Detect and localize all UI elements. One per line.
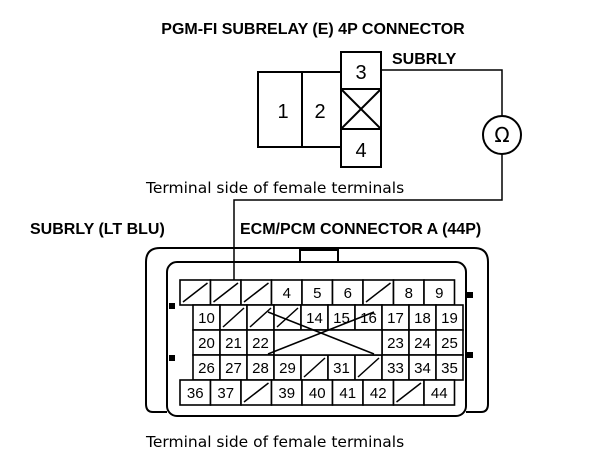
subrelay-housing: [257, 71, 342, 148]
ecm-pin-31: 31: [333, 360, 350, 377]
ecm-blank-span: [267, 311, 375, 355]
ecm-pin-5: 5: [313, 285, 321, 302]
subrly-probe-label: SUBRLY: [392, 51, 457, 68]
ecm-pin-35: 35: [441, 360, 458, 377]
side-key: [169, 303, 175, 309]
subrelay-cell-4: [340, 128, 382, 168]
ecm-pin-26: 26: [198, 360, 215, 377]
ecm-terminal-cell: [331, 279, 364, 306]
ecm-pin-44: 44: [431, 385, 448, 402]
ecm-pin-29: 29: [279, 360, 296, 377]
subrelay-caption: Terminal side of female terminals: [145, 179, 404, 197]
ecm-terminal-cell: [219, 354, 248, 381]
ecm-pin-23: 23: [387, 335, 404, 352]
ecm-pin-42: 42: [370, 385, 387, 402]
empty-terminal-slash: [303, 357, 326, 378]
subrelay-4p-connector: 1 2 3 4: [257, 51, 382, 168]
ecm-pin-17: 17: [387, 310, 404, 327]
ecm-pin-39: 39: [278, 385, 295, 402]
side-key: [169, 355, 175, 361]
ecm-pin-10: 10: [198, 310, 215, 327]
empty-terminal-slash: [243, 282, 269, 303]
ecm-pin-16: 16: [360, 310, 377, 327]
ecm-pin-28: 28: [252, 360, 269, 377]
subrelay-pin-2: 2: [314, 101, 325, 123]
ecm-terminal-cell: [408, 354, 437, 381]
ecm-latch-tab: [299, 249, 339, 263]
ecm-pin-25: 25: [441, 335, 458, 352]
side-key: [467, 292, 473, 298]
ecm-pin-22: 22: [252, 335, 269, 352]
ecm-pin-40: 40: [309, 385, 326, 402]
empty-terminal-slash: [276, 307, 299, 328]
blank-span-cross: [267, 311, 375, 355]
ecm-pin-36: 36: [187, 385, 204, 402]
ecm-pin-33: 33: [387, 360, 404, 377]
ohm-symbol: Ω: [494, 123, 509, 147]
empty-terminal-slash: [396, 382, 422, 403]
subrelay-connector-title: PGM-FI SUBRELAY (E) 4P CONNECTOR: [161, 21, 465, 38]
ecm-inner-body: [166, 261, 467, 417]
ecm-terminal-cell: [381, 354, 410, 381]
ecm-terminal-cell: [435, 329, 464, 356]
ecm-connector-title: ECM/PCM CONNECTOR A (44P): [240, 221, 481, 238]
ecm-terminal-cell: [209, 379, 242, 406]
empty-terminal-slash: [357, 357, 380, 378]
ecm-pin-9: 9: [435, 285, 443, 302]
ecm-caption: Terminal side of female terminals: [145, 433, 404, 451]
empty-terminal-slash: [222, 307, 245, 328]
ecm-pin-34: 34: [414, 360, 431, 377]
ecm-outer-shell: [145, 247, 489, 413]
ecm-terminal-cell: [270, 379, 303, 406]
ecm-pin-27: 27: [225, 360, 242, 377]
empty-terminal-slash: [243, 382, 269, 403]
ecm-terminal-cell: [327, 304, 356, 331]
ecm-terminal-cell: [381, 329, 410, 356]
ecm-pin-20: 20: [198, 335, 215, 352]
subrly-wire-label: SUBRLY (LT BLU): [30, 221, 165, 238]
ecm-pin-6: 6: [344, 285, 352, 302]
empty-terminal-slash: [182, 282, 208, 303]
ecm-terminal-cell: [423, 379, 456, 406]
meter-lead-to-pin2: [233, 154, 503, 289]
caption-background: [146, 177, 498, 197]
ecm-pin-24: 24: [414, 335, 431, 352]
empty-terminal-slash: [365, 282, 391, 303]
ecm-pin-4: 4: [283, 285, 291, 302]
side-key: [467, 352, 473, 358]
ecm-pin-8: 8: [405, 285, 413, 302]
ecm-pin-37: 37: [217, 385, 234, 402]
meter-lead-to-pin3: [381, 69, 503, 116]
ecm-pin-18: 18: [414, 310, 431, 327]
subrelay-pin-3: 3: [355, 62, 366, 84]
ecm-pin-41: 41: [339, 385, 356, 402]
empty-cell-cross: [340, 88, 382, 130]
empty-terminal-slash: [249, 307, 272, 328]
ecm-terminal-cell: [331, 379, 364, 406]
ecm-terminal-cell: [179, 379, 212, 406]
ecm-pin-19: 19: [441, 310, 458, 327]
subrelay-pin-4: 4: [355, 140, 366, 162]
empty-terminal-slash: [213, 282, 239, 303]
ecm-pin-21: 21: [225, 335, 242, 352]
subrelay-pin-1: 1: [277, 101, 288, 123]
ecm-pin-14: 14: [306, 310, 323, 327]
